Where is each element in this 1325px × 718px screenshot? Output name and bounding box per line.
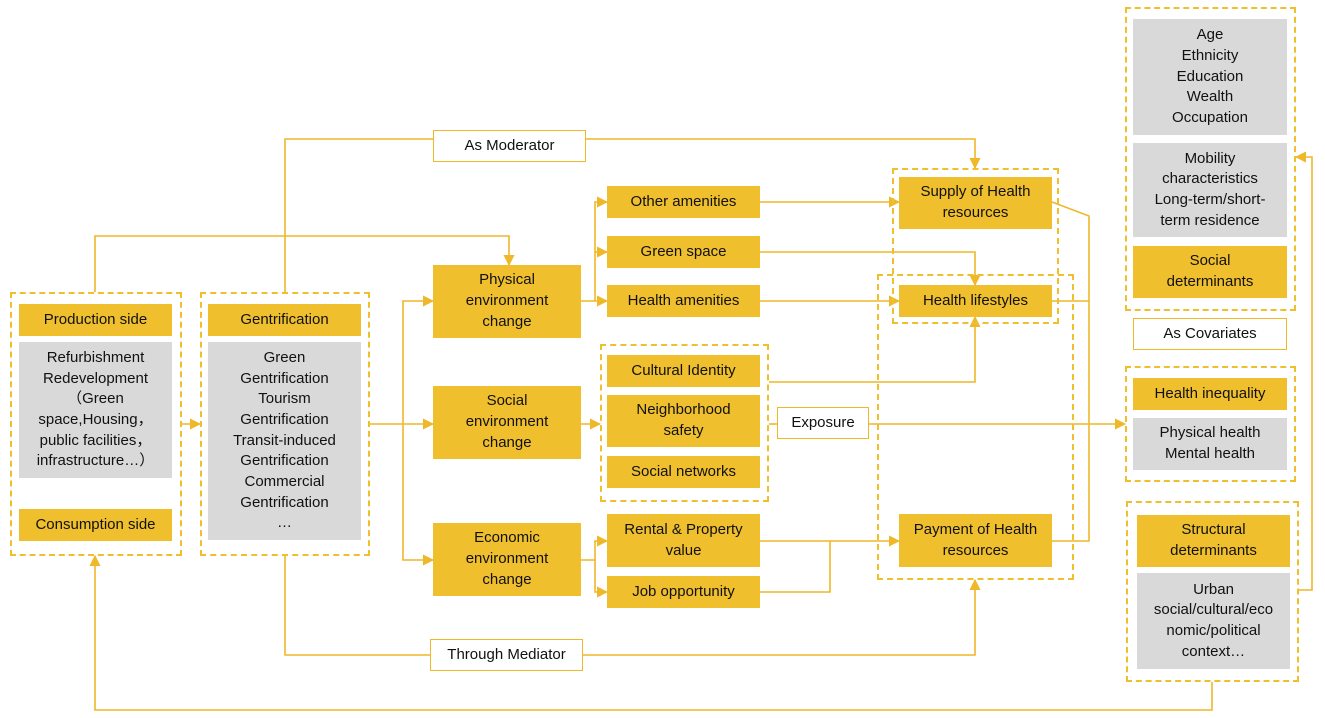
consumption-side-box: Consumption side — [19, 509, 172, 541]
gentrification-box: Gentrification — [208, 304, 361, 336]
neighborhood-safety-box: Neighborhood safety — [607, 395, 760, 447]
job-opportunity-box: Job opportunity — [607, 576, 760, 608]
physical-environment-box: Physical environment change — [433, 265, 581, 338]
production-side-box: Production side — [19, 304, 172, 336]
supply-lifestyle-group-frame — [892, 168, 1059, 324]
payment-health-resources-box: Payment of Health resources — [899, 514, 1052, 567]
social-factors-group-frame — [600, 344, 769, 502]
structural-determinants-box: Structural determinants — [1137, 515, 1290, 567]
social-networks-box: Social networks — [607, 456, 760, 488]
production-items-box: Refurbishment Redevelopment （Green space… — [19, 342, 172, 478]
as-moderator-label: As Moderator — [433, 130, 586, 162]
economic-environment-box: Economic environment change — [433, 523, 581, 596]
covariates-group-frame — [1125, 7, 1296, 311]
rental-property-box: Rental & Property value — [607, 514, 760, 567]
supply-health-resources-box: Supply of Health resources — [899, 177, 1052, 229]
green-space-box: Green space — [607, 236, 760, 268]
health-amenities-box: Health amenities — [607, 285, 760, 317]
demographics-box: Age Ethnicity Education Wealth Occupatio… — [1133, 19, 1287, 135]
structural-group-frame — [1126, 501, 1299, 682]
mobility-box: Mobility characteristics Long-term/short… — [1133, 143, 1287, 237]
gentrification-types-box: Green Gentrification Tourism Gentrificat… — [208, 342, 361, 540]
gentrification-to-mediator-connector — [284, 556, 430, 656]
as-covariates-label: As Covariates — [1133, 318, 1287, 350]
social-environment-box: Social environment change — [433, 386, 581, 459]
health-inequality-group-frame — [1125, 366, 1296, 482]
economic-to-job-connector — [594, 560, 609, 598]
exposure-label: Exposure — [777, 407, 869, 439]
health-inequality-box: Health inequality — [1133, 378, 1287, 410]
production-group-frame — [10, 292, 182, 556]
urban-context-box: Urban social/cultural/eco nomic/politica… — [1137, 573, 1290, 669]
cultural-identity-to-lifestyles-connector — [769, 315, 981, 383]
health-lifestyles-box: Health lifestyles — [899, 285, 1052, 317]
moderator-to-supply-b-connector — [586, 138, 981, 170]
job-to-payment-connector — [760, 541, 831, 593]
gentrification-group-frame — [200, 292, 370, 556]
structural-to-covariates-connector — [1294, 151, 1313, 591]
gentrification-to-physical-connector — [402, 295, 435, 424]
mediator-to-payment-connector — [583, 578, 981, 656]
physical-to-other-amenities-connector — [594, 196, 609, 301]
economic-to-rental-connector — [581, 535, 609, 561]
supply-to-health-connector — [1051, 201, 1090, 424]
social-determinants-box: Social determinants — [1133, 246, 1287, 298]
lifestyle-payment-group-frame — [877, 274, 1074, 580]
structural-to-consumption-connector — [89, 554, 1213, 711]
production-to-physical-connector — [94, 235, 515, 292]
through-mediator-label: Through Mediator — [430, 639, 583, 671]
gentrification-to-economic-connector — [402, 424, 435, 566]
health-outcomes-box: Physical health Mental health — [1133, 418, 1287, 470]
moderator-to-supply-connector — [284, 138, 433, 292]
cultural-identity-box: Cultural Identity — [607, 355, 760, 387]
other-amenities-box: Other amenities — [607, 186, 760, 218]
payment-to-health-connector — [1052, 424, 1090, 542]
